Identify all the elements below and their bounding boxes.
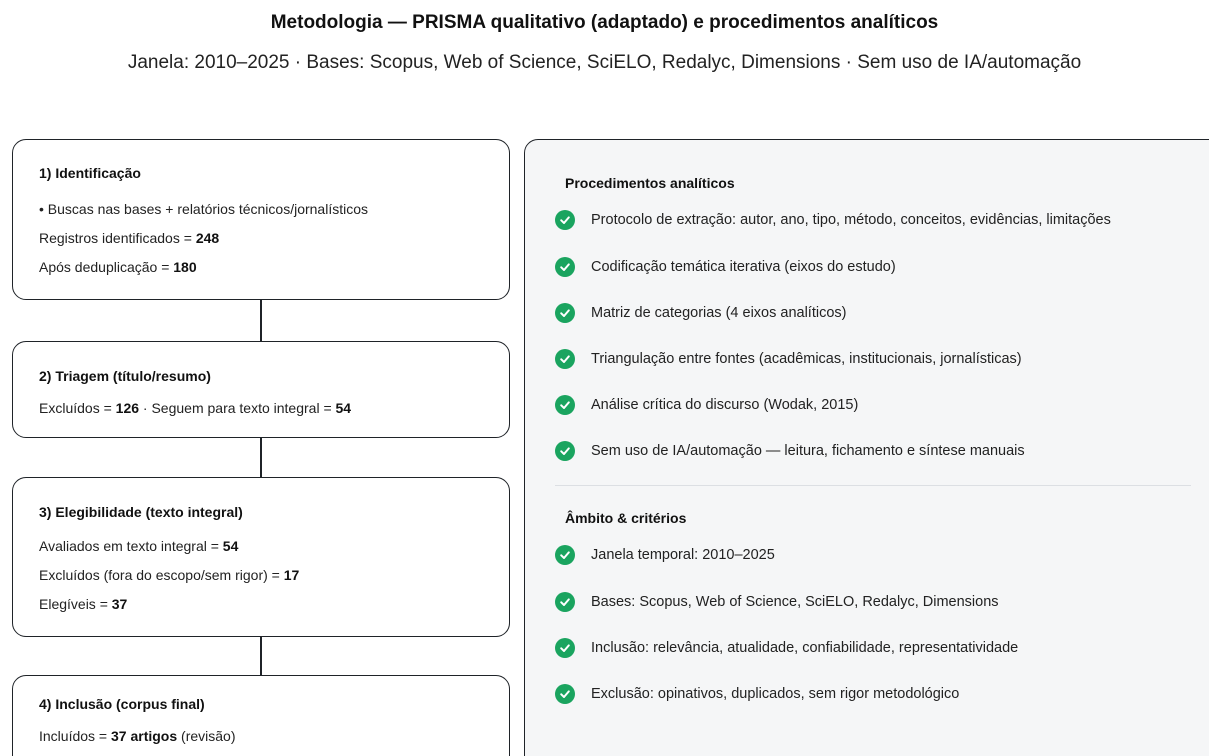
flow-connector (260, 637, 262, 675)
check-circle-icon (555, 257, 575, 277)
count-value: 180 (173, 259, 197, 275)
list-item: Análise crítica do discurso (Wodak, 2015… (555, 394, 858, 416)
stage-identificacao: 1) Identificação • Buscas nas bases + re… (12, 139, 510, 300)
stage-line: Excluídos = 126 · Seguem para texto inte… (39, 400, 351, 416)
list-item: Matriz de categorias (4 eixos analíticos… (555, 302, 846, 324)
count-value: 54 (335, 400, 352, 416)
stage-line: Excluídos (fora do escopo/sem rigor) = 1… (39, 567, 299, 583)
count-value: 37 (111, 596, 128, 612)
line-label: Elegíveis = (39, 596, 112, 612)
check-circle-icon (555, 592, 575, 612)
line-label: · Seguem para texto integral = (139, 400, 336, 416)
stage-line: Incluídos = 37 artigos (revisão) (39, 728, 236, 744)
list-item: Sem uso de IA/automação — leitura, ficha… (555, 440, 1025, 462)
check-circle-icon (555, 545, 575, 565)
line-label: Após deduplicação = (39, 259, 174, 275)
list-item: Janela temporal: 2010–2025 (555, 544, 775, 566)
stage-heading: 3) Elegibilidade (texto integral) (39, 504, 243, 520)
page-title: Metodologia — PRISMA qualitativo (adapta… (270, 12, 939, 33)
list-item-text: Matriz de categorias (4 eixos analíticos… (591, 305, 847, 321)
list-item-text: Exclusão: opinativos, duplicados, sem ri… (591, 686, 960, 702)
list-item: Inclusão: relevância, atualidade, confia… (555, 637, 1018, 659)
check-circle-icon (555, 395, 575, 415)
list-item-text: Triangulação entre fontes (acadêmicas, i… (591, 351, 1022, 367)
check-circle-icon (555, 638, 575, 658)
stage-heading: 4) Inclusão (corpus final) (39, 696, 205, 712)
stage-elegibilidade: 3) Elegibilidade (texto integral) Avalia… (12, 477, 510, 637)
check-circle-icon (555, 684, 575, 704)
flow-connector (260, 438, 262, 477)
analytic-procedures-panel: Procedimentos analíticos Protocolo de ex… (524, 139, 1209, 756)
stage-line: Elegíveis = 37 (39, 596, 127, 612)
line-label: Registros identificados = (39, 230, 196, 246)
flow-connector (260, 300, 262, 341)
line-label: Excluídos = (39, 400, 116, 416)
stage-line: • Buscas nas bases + relatórios técnicos… (39, 201, 368, 217)
section-title-ambito: Âmbito & critérios (565, 510, 687, 526)
list-item-text: Codificação temática iterativa (eixos do… (591, 259, 896, 275)
list-item-text: Sem uso de IA/automação — leitura, ficha… (591, 443, 1025, 459)
stage-line: Avaliados em texto integral = 54 (39, 538, 238, 554)
section-title-procedimentos: Procedimentos analíticos (565, 175, 735, 191)
line-label: Incluídos = (39, 728, 111, 744)
line-label: (revisão) (177, 728, 236, 744)
stage-inclusao: 4) Inclusão (corpus final) Incluídos = 3… (12, 675, 510, 756)
count-value: 248 (195, 230, 220, 246)
page-subtitle: Janela: 2010–2025 · Bases: Scopus, Web o… (127, 52, 1082, 73)
stage-heading: 1) Identificação (39, 165, 141, 181)
list-item-text: Janela temporal: 2010–2025 (591, 547, 775, 563)
list-item: Triangulação entre fontes (acadêmicas, i… (555, 348, 1022, 370)
count-value: 54 (222, 538, 239, 554)
list-item-text: Bases: Scopus, Web of Science, SciELO, R… (591, 594, 999, 610)
count-value: 126 (115, 400, 140, 416)
list-item: Codificação temática iterativa (eixos do… (555, 256, 896, 278)
check-circle-icon (555, 349, 575, 369)
stage-line: Registros identificados = 248 (39, 230, 219, 246)
list-item-text: Inclusão: relevância, atualidade, confia… (591, 640, 1019, 656)
section-divider (555, 485, 1191, 486)
check-circle-icon (555, 441, 575, 461)
count-value: 37 artigos (111, 728, 178, 744)
list-item-text: Protocolo de extração: autor, ano, tipo,… (591, 212, 1111, 228)
line-label: Excluídos (fora do escopo/sem rigor) = (39, 567, 284, 583)
line-label: Avaliados em texto integral = (39, 538, 223, 554)
stage-line: Após deduplicação = 180 (39, 259, 197, 275)
stage-heading: 2) Triagem (título/resumo) (39, 368, 211, 384)
stage-triagem: 2) Triagem (título/resumo) Excluídos = 1… (12, 341, 510, 438)
list-item-text: Análise crítica do discurso (Wodak, 2015… (591, 397, 859, 413)
list-item: Exclusão: opinativos, duplicados, sem ri… (555, 683, 959, 705)
check-circle-icon (555, 210, 575, 230)
check-circle-icon (555, 303, 575, 323)
list-item: Protocolo de extração: autor, ano, tipo,… (555, 209, 1111, 231)
count-value: 17 (283, 567, 300, 583)
list-item: Bases: Scopus, Web of Science, SciELO, R… (555, 591, 999, 613)
